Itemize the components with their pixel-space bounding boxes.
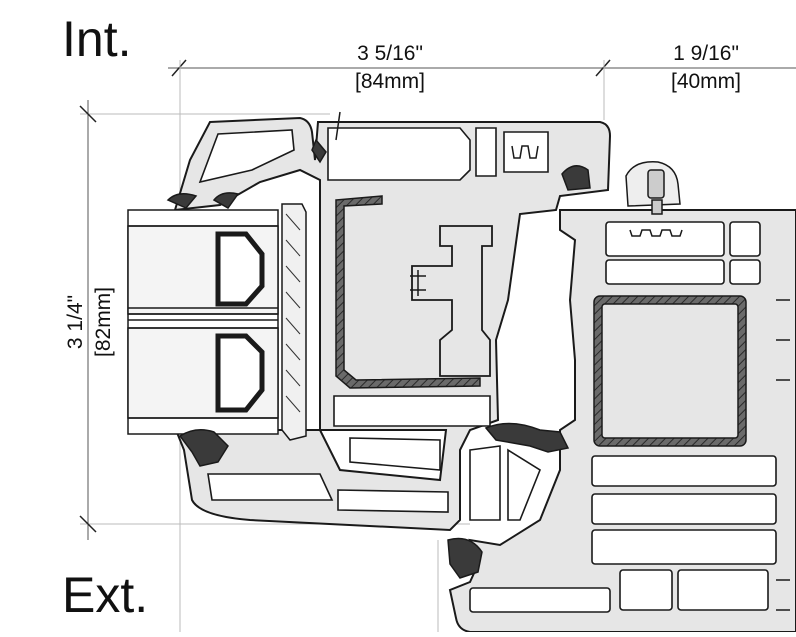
exterior-label: Ext. xyxy=(62,567,148,623)
glazing-bead xyxy=(281,203,307,441)
sash-offset-imperial: 1 9/16" xyxy=(673,42,739,65)
sash-chambers xyxy=(469,221,777,613)
frame-depth-metric: [84mm] xyxy=(355,70,425,93)
frame-chambers xyxy=(198,127,549,521)
sash-offset-metric: [40mm] xyxy=(671,70,741,93)
sash-steel-inner xyxy=(601,303,739,439)
interior-label: Int. xyxy=(62,11,131,67)
frame-height-imperial: 3 1/4" xyxy=(64,295,87,349)
frame-height-metric: [82mm] xyxy=(92,287,115,357)
dimension-lines xyxy=(79,59,796,632)
gaskets xyxy=(166,138,591,579)
bead-hatching xyxy=(285,213,301,413)
center-tee xyxy=(411,225,493,377)
hinge-lug xyxy=(625,161,681,215)
frame-depth-imperial: 3 5/16" xyxy=(357,42,423,65)
frame-steel-reinforcement xyxy=(335,195,481,389)
profile-details xyxy=(335,111,790,611)
glass-spacers xyxy=(215,231,265,413)
